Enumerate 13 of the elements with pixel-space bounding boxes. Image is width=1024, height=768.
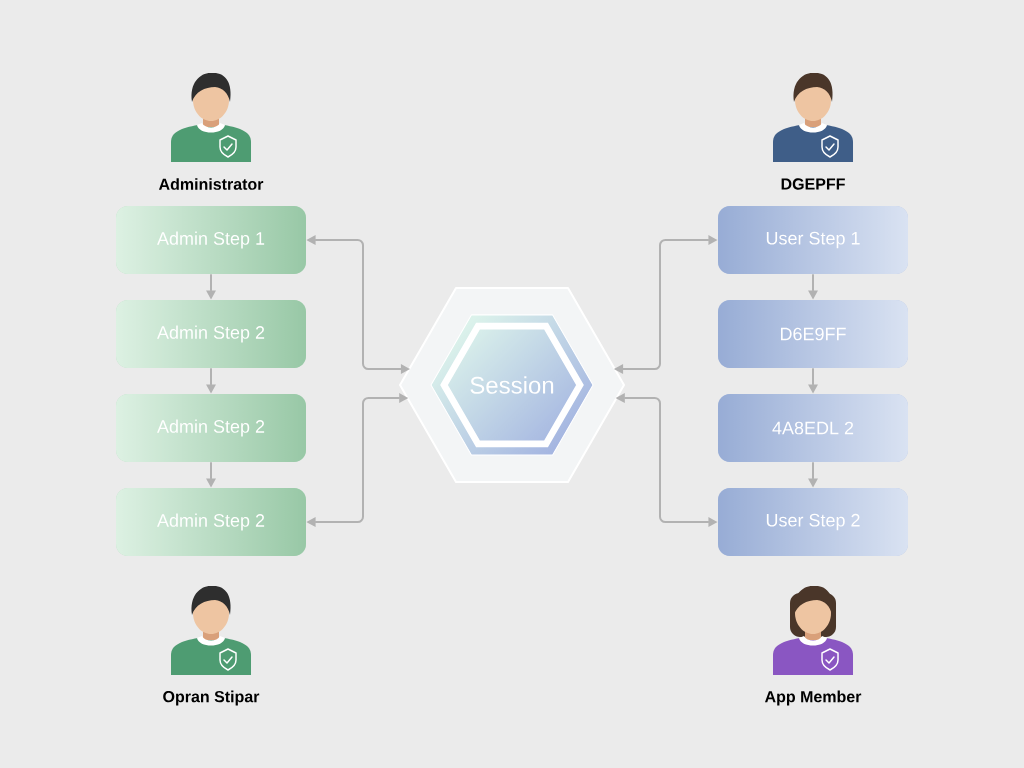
process-box: D6E9FF (718, 300, 908, 368)
hexagon-node: Session (399, 287, 625, 483)
person-label: Opran Stipar (163, 690, 260, 706)
person-label: DGEPFF (781, 178, 845, 190)
process-box: Admin Step 2 (116, 488, 306, 556)
process-box: Admin Step 2 (116, 394, 306, 462)
process-box: Admin Step 1 (116, 206, 306, 274)
person-label: App Member (764, 690, 862, 706)
process-box: User Step 2 (718, 488, 908, 556)
process-box: Admin Step 2 (116, 300, 306, 368)
process-box: 4A8EDL 2 (718, 394, 908, 462)
process-box: User Step 1 (718, 206, 908, 274)
person-label: Administrator (158, 178, 264, 190)
